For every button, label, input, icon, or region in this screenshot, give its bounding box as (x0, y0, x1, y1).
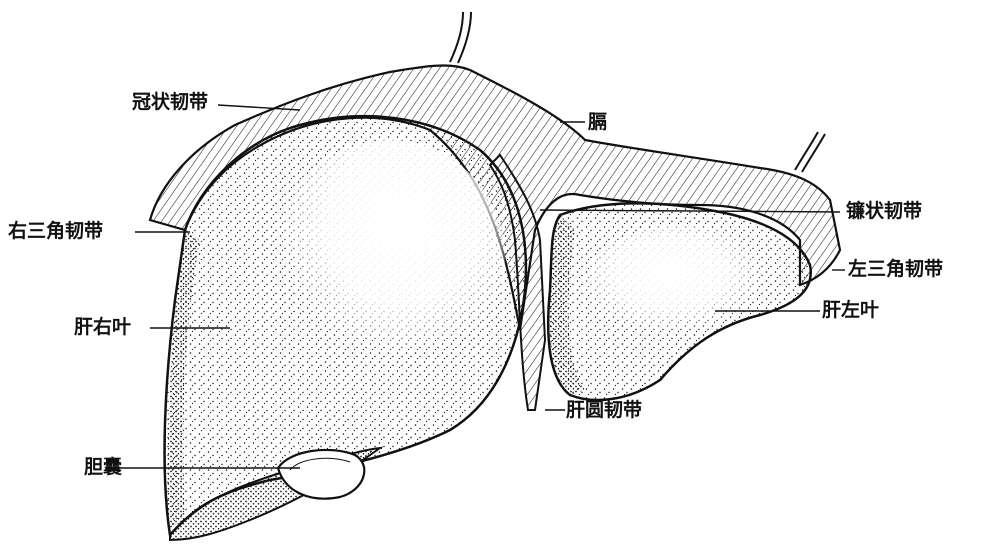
label-falciform-ligament: 镰状韧带 (846, 202, 922, 221)
label-left-triangular-ligament: 左三角韧带 (848, 260, 943, 279)
label-round-ligament: 肝圆韧带 (566, 401, 642, 420)
label-right-lobe: 肝右叶 (74, 318, 131, 337)
label-right-triangular-ligament: 右三角韧带 (8, 222, 103, 241)
label-coronary-ligament: 冠状韧带 (132, 93, 208, 112)
label-left-lobe: 肝左叶 (822, 301, 879, 320)
label-gallbladder: 胆囊 (84, 458, 122, 477)
label-diaphragm: 膈 (588, 113, 607, 132)
left-lobe (548, 203, 811, 400)
